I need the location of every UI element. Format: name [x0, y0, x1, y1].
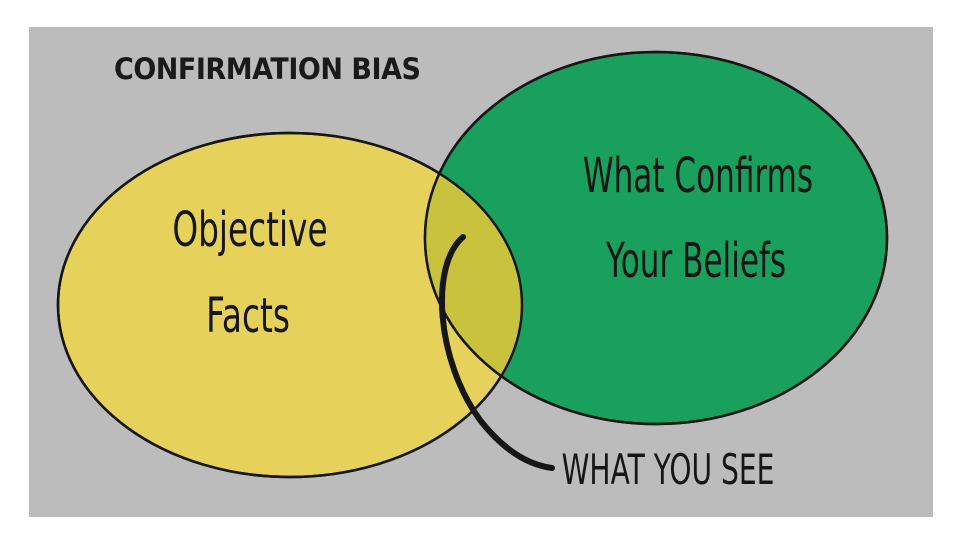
- callout-label: WHAT YOU SEE: [562, 446, 775, 494]
- left-circle-outline: [56, 131, 524, 479]
- right-label-line2: Your Beliefs: [605, 232, 786, 289]
- left-label-line2: Facts: [206, 288, 290, 344]
- right-label-line1: What Confirms: [583, 147, 813, 204]
- left-label-line1: Objective: [172, 202, 327, 258]
- callout-pointer: [439, 234, 555, 471]
- right-circle-outline: [423, 50, 889, 426]
- diagram-title: CONFIRMATION BIAS: [114, 52, 421, 86]
